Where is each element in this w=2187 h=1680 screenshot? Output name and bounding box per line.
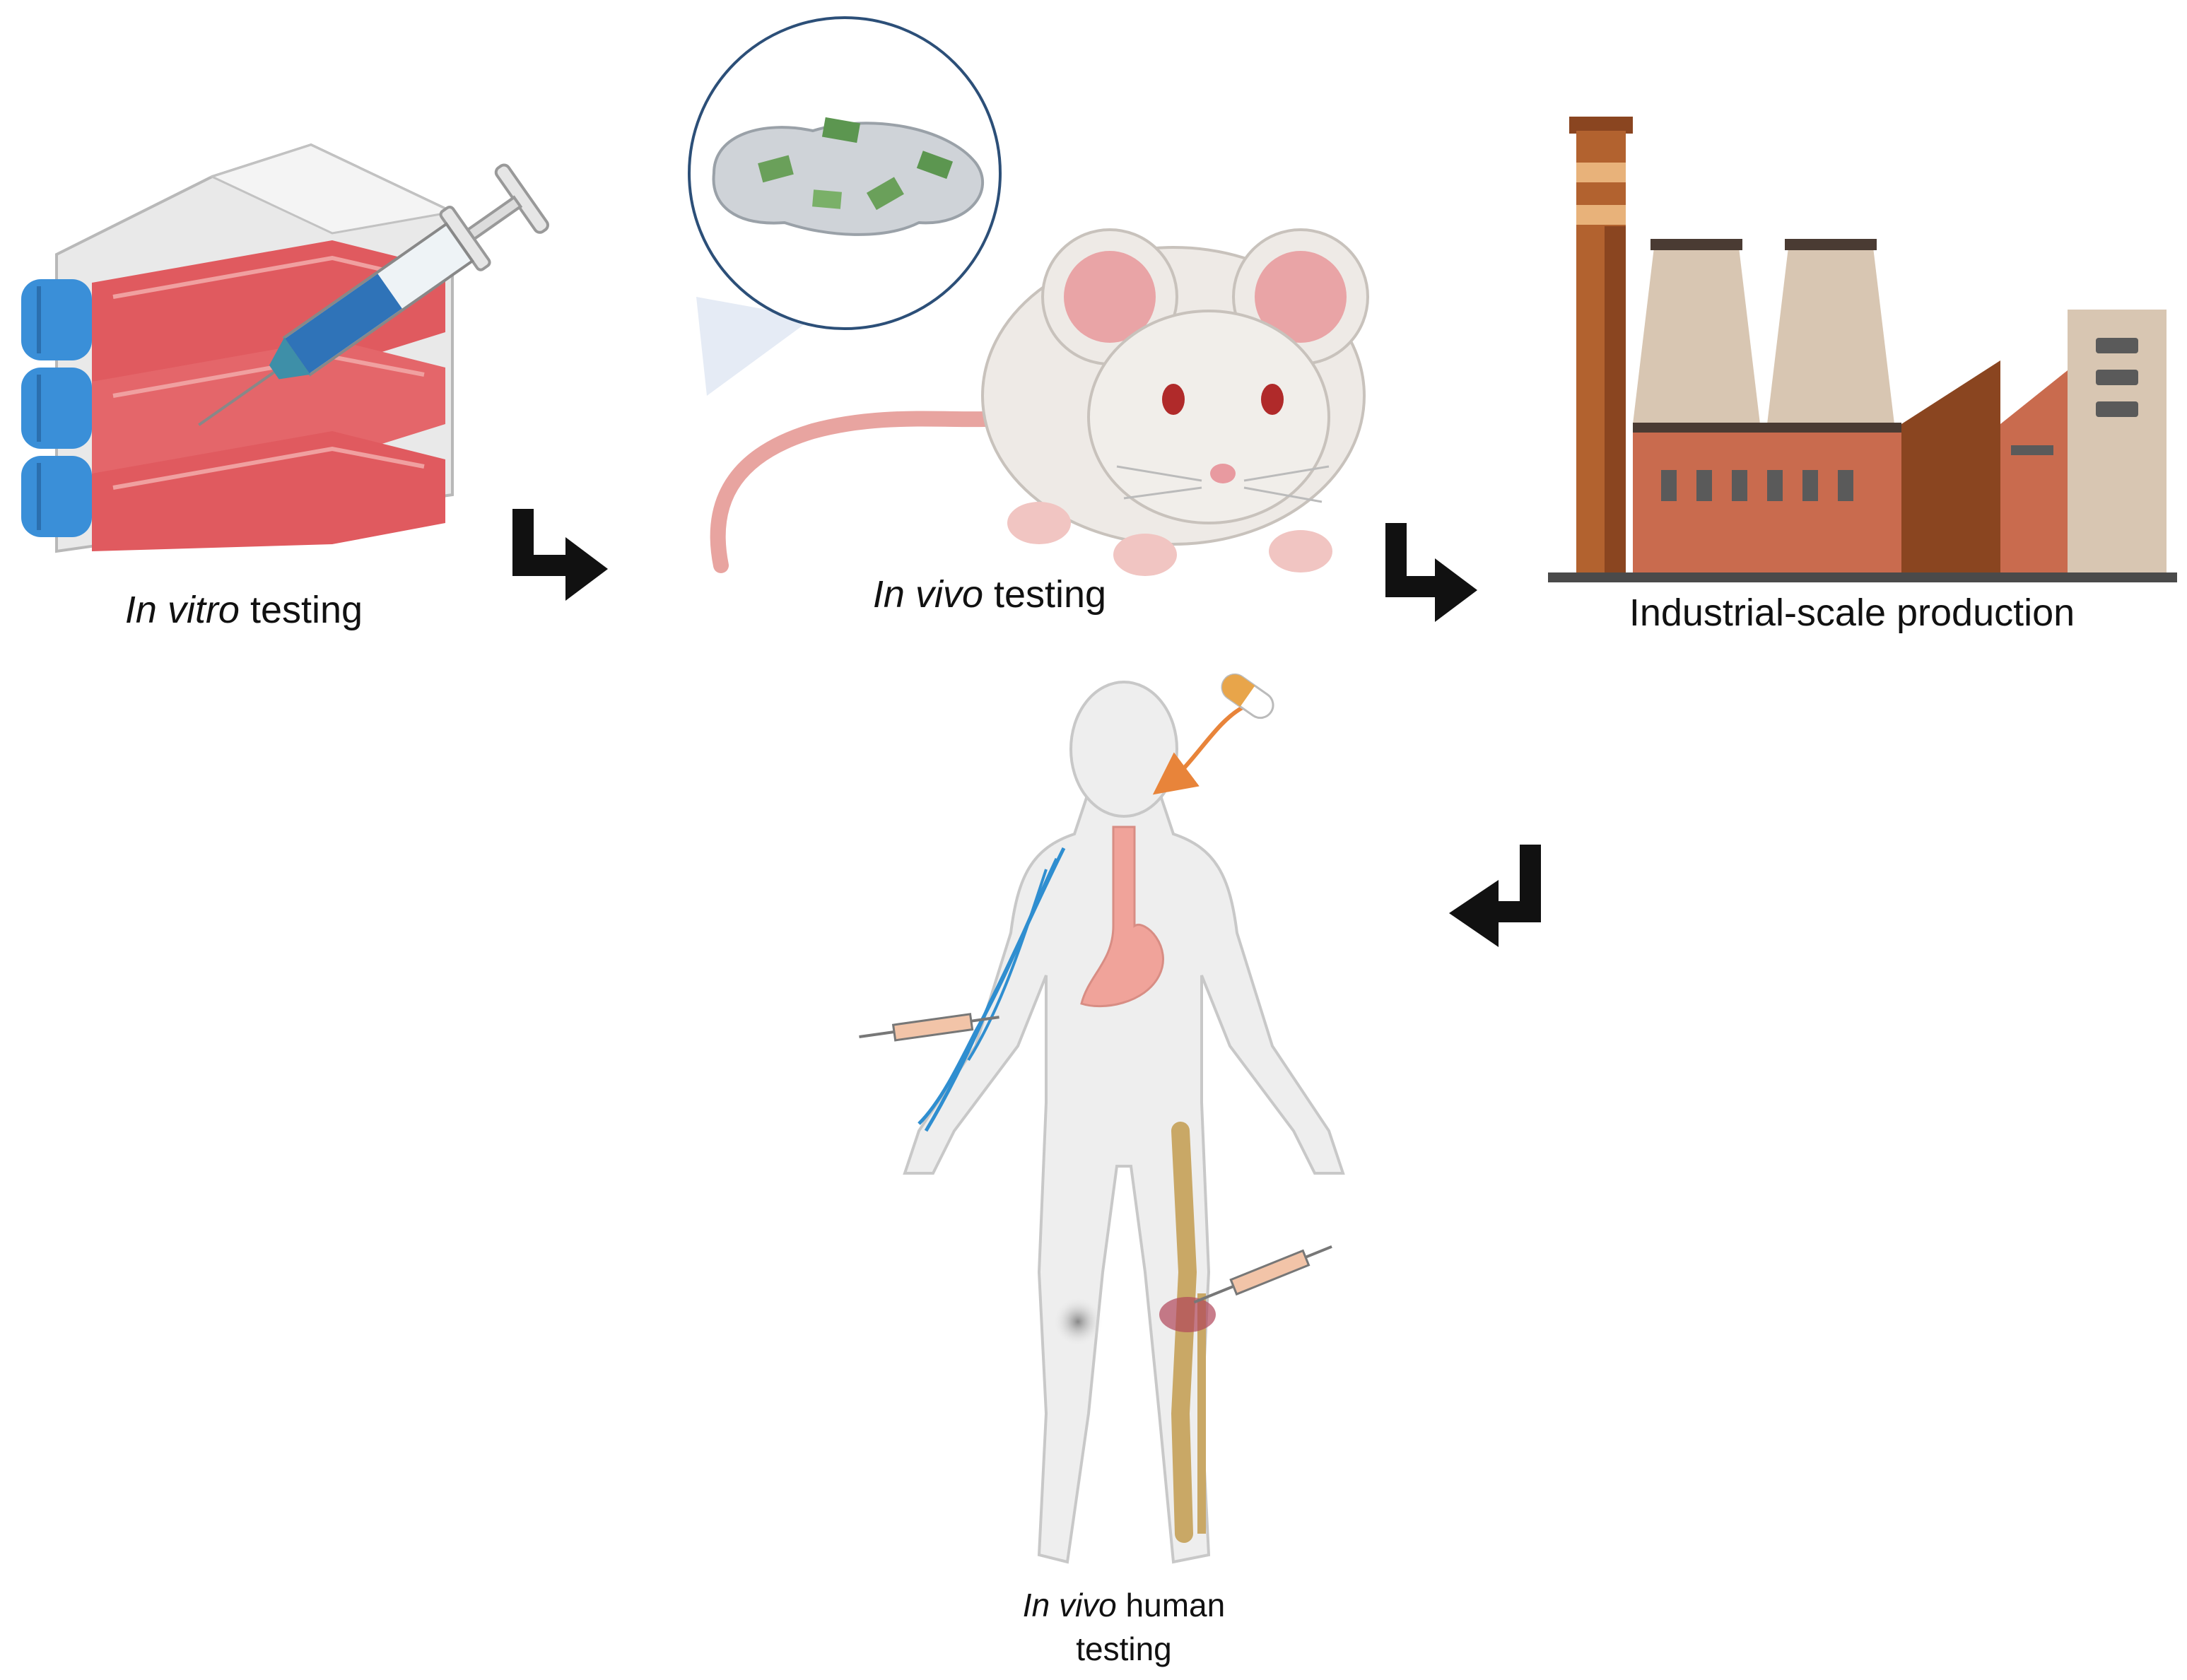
flask-3	[92, 431, 445, 551]
culture-flasks-icon	[21, 143, 456, 553]
flow-arrow-icon	[1449, 845, 1541, 947]
human-body-icon	[859, 681, 1345, 1564]
flask-caps	[21, 279, 92, 537]
human-testing-label: In vivo human testing	[975, 1583, 1272, 1671]
pill-icon	[1221, 673, 1274, 719]
in-vivo-label: In vivo testing	[872, 573, 1107, 616]
mouse-icon	[710, 228, 1369, 576]
human-testing-line2: testing	[1076, 1631, 1172, 1667]
nanoparticles-zoom-icon	[688, 16, 1002, 396]
flow-arrow-icon	[1385, 523, 1477, 622]
flow-arrow-icon	[512, 509, 608, 601]
syringe-icon	[198, 163, 549, 426]
industrial-production-label: Industrial-scale production	[1629, 592, 2075, 634]
in-vitro-label: In vitro testing	[124, 589, 363, 631]
human-testing-line1: In vivo human	[1022, 1587, 1226, 1623]
factory-icon	[1548, 117, 2177, 582]
